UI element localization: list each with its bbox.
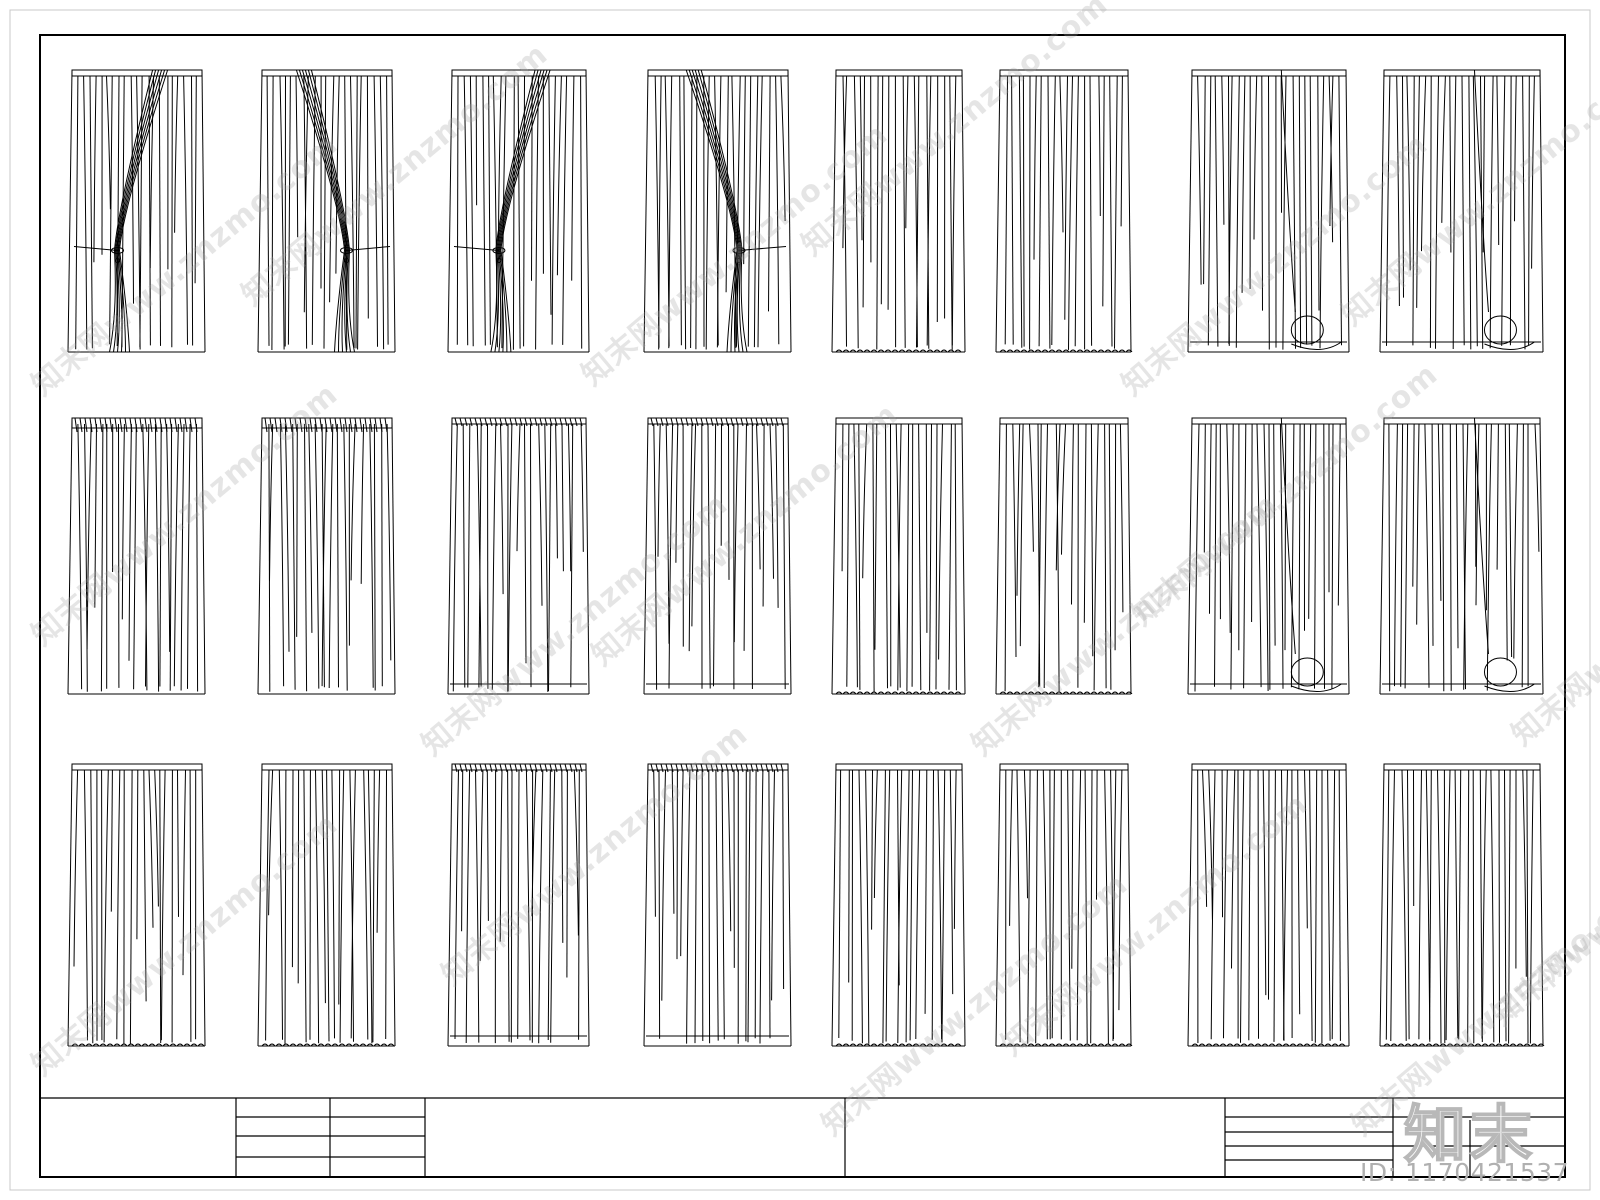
curtain-panel-7 (1187, 69, 1350, 353)
curtain-panel-21 (831, 763, 966, 1047)
drawing-frame (39, 34, 1566, 1178)
curtain-elevations (67, 69, 1545, 1047)
curtain-panel-4 (643, 69, 792, 353)
curtain-panel-12 (643, 417, 792, 695)
curtain-panel-18 (257, 763, 396, 1047)
curtain-panel-24 (1379, 763, 1545, 1047)
curtain-panel-16 (1379, 417, 1544, 695)
curtain-panel-8 (1379, 69, 1544, 353)
curtain-panel-20 (643, 763, 792, 1047)
curtain-panel-17 (67, 763, 206, 1047)
curtain-panel-2 (257, 69, 396, 353)
curtain-panel-5 (831, 69, 966, 353)
curtain-panel-14 (995, 417, 1133, 695)
curtain-panel-11 (447, 417, 590, 695)
outer-border (9, 9, 1591, 1191)
title-block (40, 1097, 1565, 1177)
curtain-panel-22 (995, 763, 1133, 1047)
curtain-panel-10 (257, 417, 396, 695)
curtain-panel-6 (995, 69, 1133, 353)
curtain-panel-19 (447, 763, 590, 1047)
curtain-panel-15 (1187, 417, 1350, 695)
curtain-panel-3 (447, 69, 590, 353)
curtain-panel-23 (1187, 763, 1350, 1047)
brand-logo: 知末 (1403, 1097, 1537, 1172)
drawing-id-label: ID: 1170421537 (1360, 1158, 1570, 1187)
curtain-panel-13 (831, 417, 966, 695)
curtain-panel-1 (67, 69, 206, 353)
curtain-panel-9 (67, 417, 206, 695)
